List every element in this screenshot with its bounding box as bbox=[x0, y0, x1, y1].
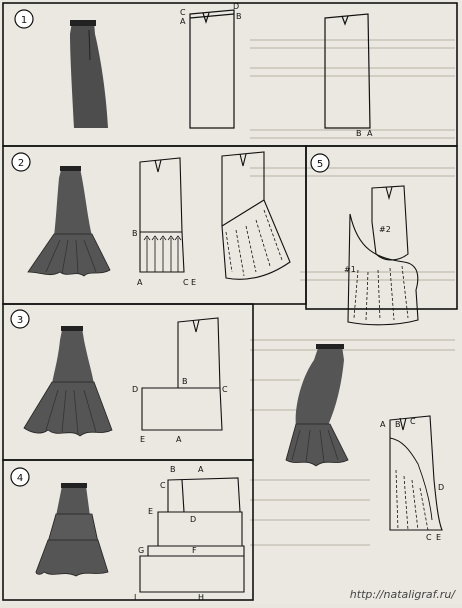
panel-1-pattern-back bbox=[324, 13, 371, 129]
panel-4: 4 C B A E D G F I H bbox=[2, 459, 254, 602]
label-4-A: A bbox=[198, 465, 204, 474]
panel-5-pattern-full bbox=[389, 415, 443, 531]
panel-5-pattern-pieces bbox=[347, 185, 419, 326]
panel-1-pattern-front bbox=[189, 9, 235, 129]
label-5-B: B bbox=[395, 420, 401, 429]
label-2-B: B bbox=[132, 229, 138, 238]
ruffle-skirt-illustration bbox=[23, 326, 113, 437]
label-5-D: D bbox=[438, 483, 444, 492]
label-5-piece-1: #1 bbox=[344, 265, 356, 274]
label-4-G: G bbox=[138, 546, 144, 555]
label-3-E: E bbox=[140, 435, 145, 444]
panel-3-pattern bbox=[141, 317, 223, 431]
panel-3-number-badge bbox=[10, 309, 30, 329]
label-1-A-bottom: A bbox=[367, 129, 373, 138]
panel-2-number-badge bbox=[11, 152, 31, 172]
tiered-skirt-illustration bbox=[35, 483, 109, 577]
straight-skirt-illustration bbox=[70, 20, 108, 128]
panel-5-number-badge bbox=[310, 153, 330, 173]
panel-2-number: 2 bbox=[18, 158, 24, 169]
panel-4-number-badge bbox=[10, 467, 30, 487]
label-4-I: I bbox=[134, 593, 136, 602]
label-4-F: F bbox=[192, 546, 197, 555]
label-3-D: D bbox=[132, 385, 138, 394]
label-4-C: C bbox=[160, 481, 166, 490]
label-4-B: B bbox=[170, 465, 176, 474]
label-2-E: E bbox=[191, 278, 196, 287]
label-4-D: D bbox=[190, 515, 196, 524]
panel-3: 3 D B C E A bbox=[2, 303, 254, 461]
label-5-E: E bbox=[436, 533, 441, 542]
panel-1-number: 1 bbox=[21, 15, 27, 26]
panel-5-frame bbox=[305, 145, 458, 310]
panel-3-number: 3 bbox=[17, 315, 23, 326]
label-5-piece-2: #2 bbox=[379, 225, 391, 234]
panel-2-pattern-front bbox=[139, 157, 185, 273]
flounce-skirt-illustration bbox=[27, 166, 111, 277]
label-3-C: C bbox=[222, 385, 228, 394]
panel-4-pattern bbox=[139, 477, 245, 593]
panel-5-number: 5 bbox=[317, 159, 323, 170]
label-3-A: A bbox=[176, 435, 182, 444]
label-1-C: C bbox=[180, 8, 186, 17]
panel-2: 2 B A C E bbox=[2, 145, 307, 305]
site-watermark: http://nataligraf.ru/ bbox=[350, 588, 456, 601]
label-2-A: A bbox=[137, 278, 143, 287]
label-1-A: A bbox=[180, 17, 186, 26]
panel-1-number-badge bbox=[14, 9, 34, 29]
mermaid-skirt-illustration bbox=[285, 344, 349, 467]
label-5-C-bottom: C bbox=[426, 533, 432, 542]
label-2-C: C bbox=[183, 278, 189, 287]
panel-4-frame bbox=[2, 459, 254, 601]
label-1-D: D bbox=[233, 2, 239, 11]
panel-1: 1 C A D B B A bbox=[2, 2, 458, 147]
label-4-H: H bbox=[198, 593, 204, 602]
label-5-C-top: C bbox=[410, 417, 416, 426]
label-1-B-bottom: B bbox=[356, 129, 362, 138]
panel-4-number: 4 bbox=[17, 473, 23, 484]
label-1-B: B bbox=[236, 12, 242, 21]
panel-2-pattern-back bbox=[221, 151, 291, 280]
label-5-A: A bbox=[380, 420, 386, 429]
panel-5: 5 #2 #1 bbox=[305, 145, 458, 326]
label-4-E: E bbox=[148, 507, 153, 516]
label-3-B: B bbox=[182, 377, 188, 386]
